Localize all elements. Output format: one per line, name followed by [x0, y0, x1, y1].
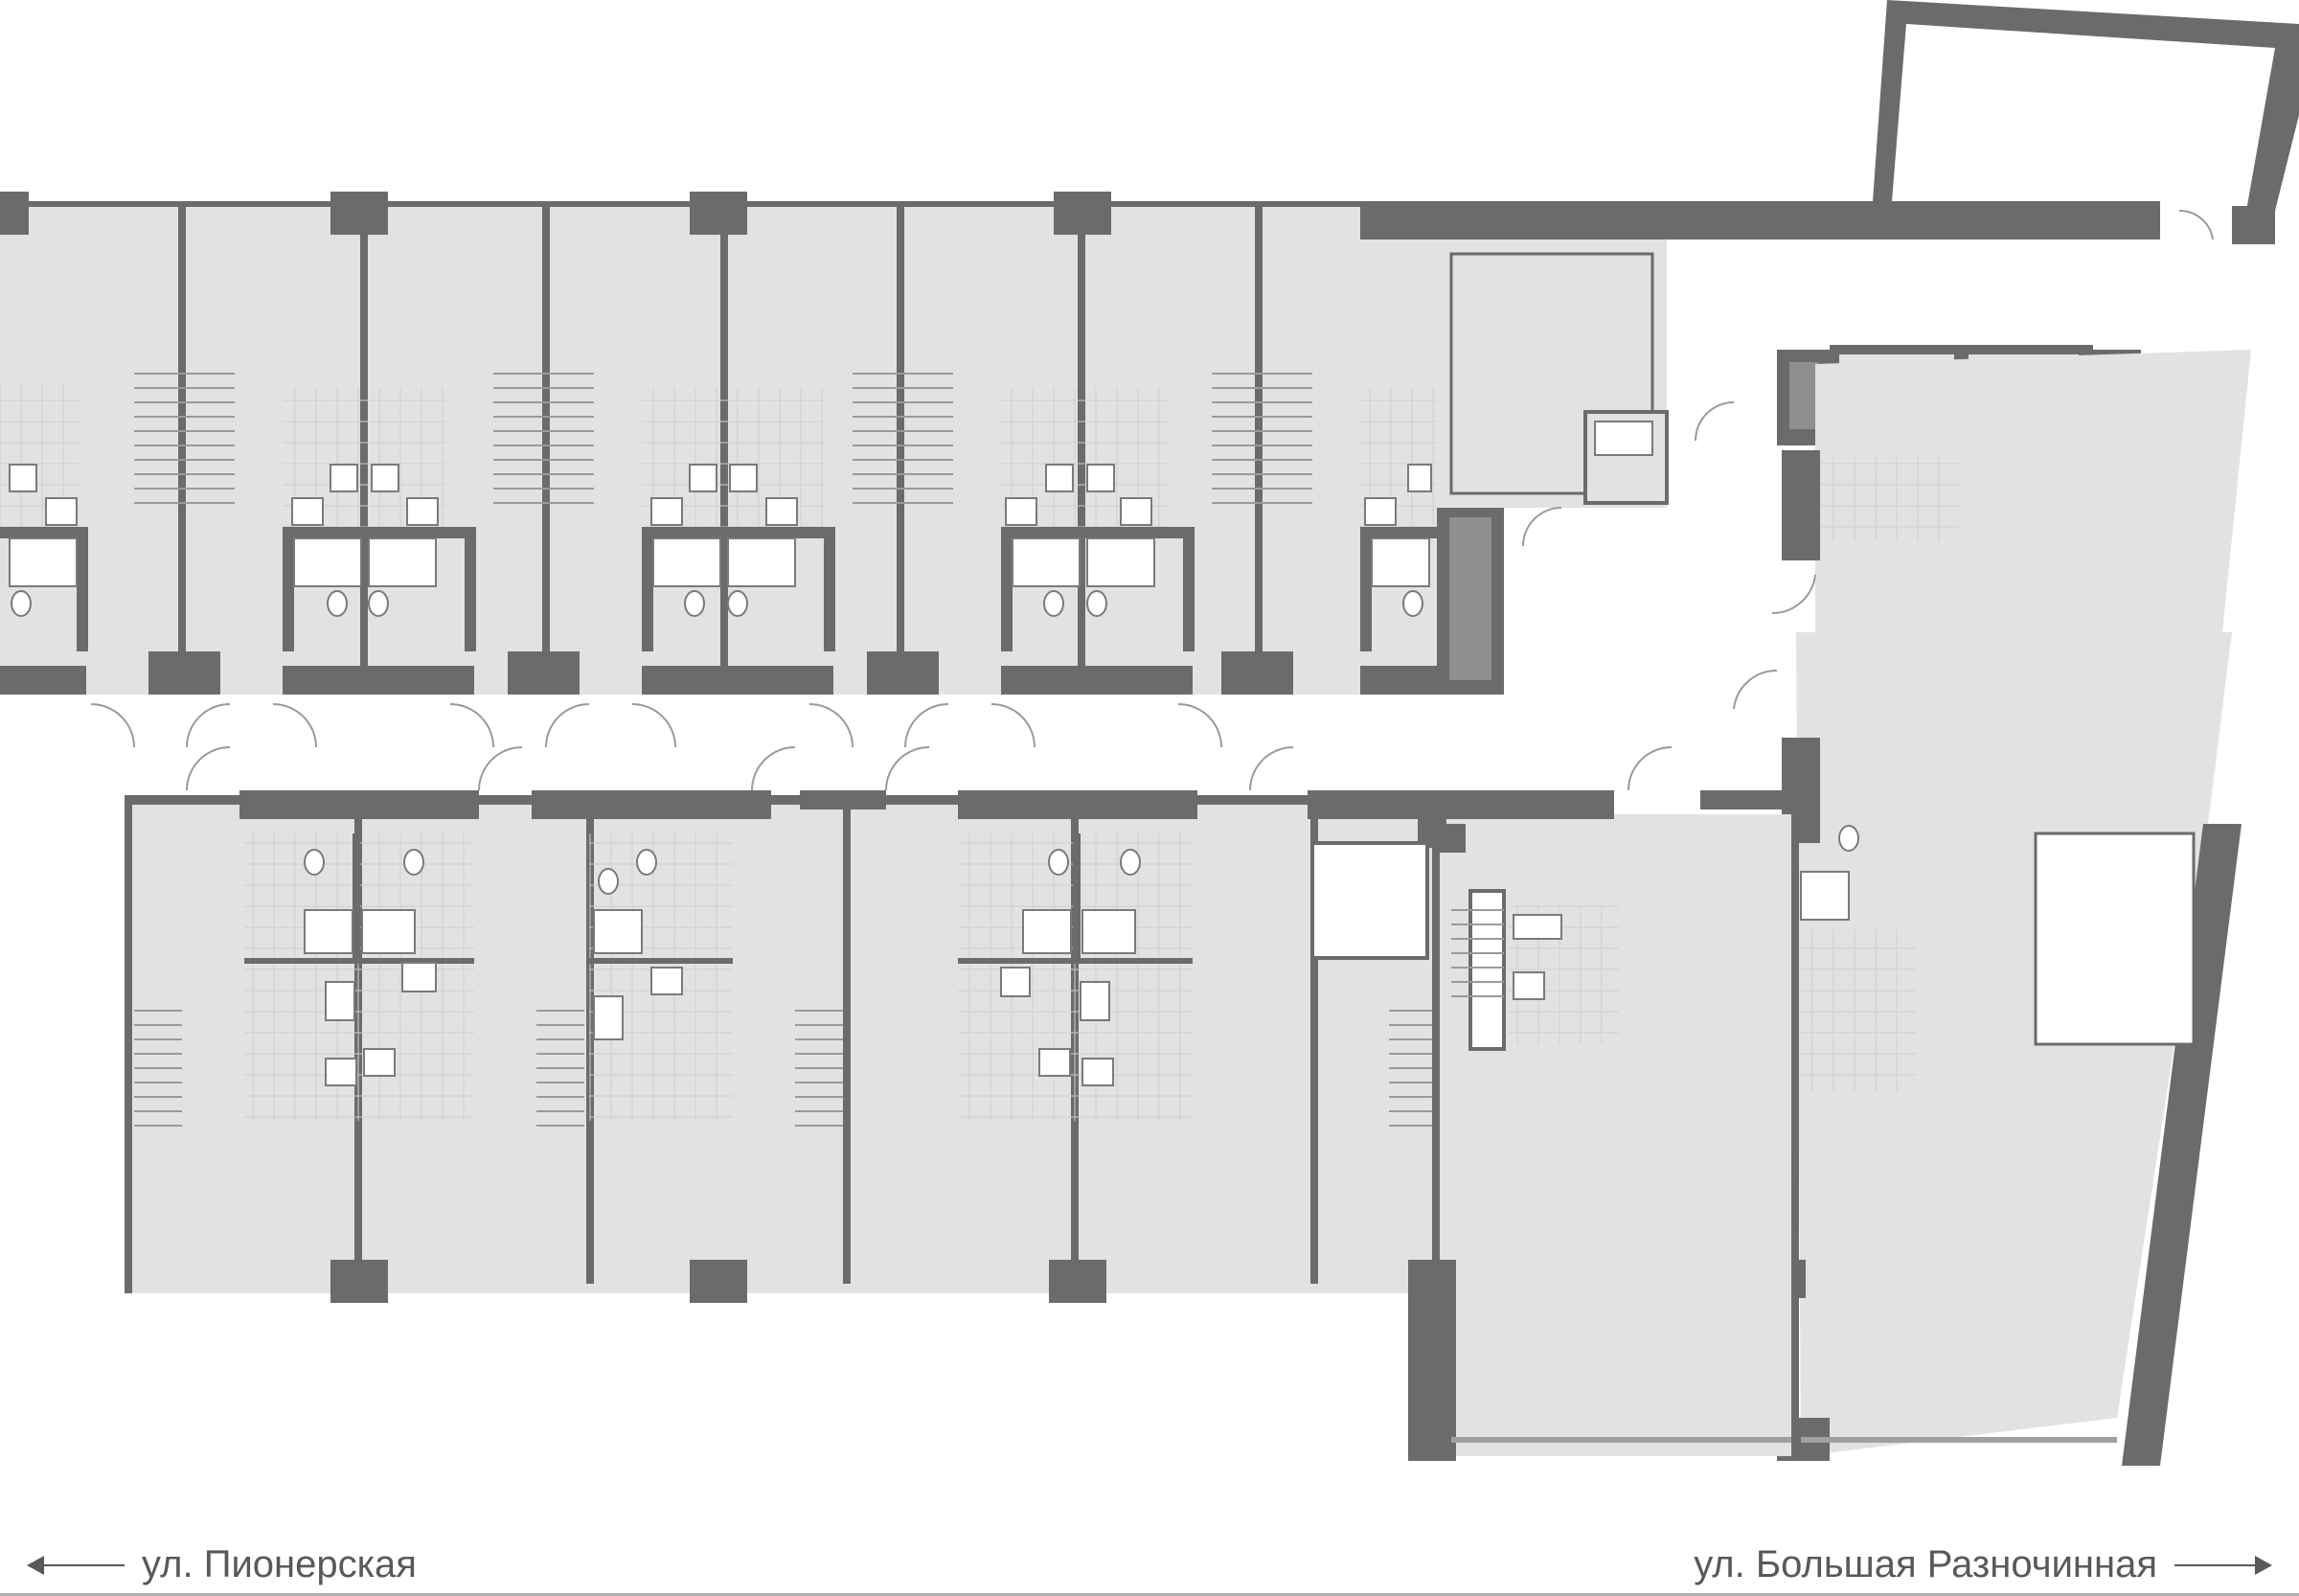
toilet-icon	[11, 590, 1423, 617]
street-name-pionerskaya: ул. Пионерская	[142, 1543, 417, 1585]
bottom-divider	[0, 1593, 2299, 1596]
top-wet-blocks	[0, 373, 1504, 695]
wc-block	[1583, 410, 1669, 505]
unit-right-upper[interactable]	[1782, 350, 2251, 632]
sink-icon	[9, 464, 1432, 492]
unit-right-lower[interactable]	[1777, 632, 2242, 1466]
bottom-wet-blocks	[134, 824, 1859, 1127]
stair-icon	[134, 373, 1312, 504]
arrow-left-icon	[27, 1555, 125, 1575]
toilet-icon	[304, 825, 1859, 895]
door-swing-icon	[90, 209, 2214, 791]
arrow-right-icon	[2174, 1555, 2272, 1575]
street-label-left: ул. Пионерская	[27, 1543, 417, 1586]
stove-icon	[45, 497, 1397, 526]
street-name-bolshaya-raznochinnaya: ул. Большая Разночинная	[1694, 1543, 2157, 1585]
shower-icon	[304, 871, 1850, 954]
sink-icon	[325, 914, 1562, 1040]
street-label-right: ул. Большая Разночинная	[1694, 1543, 2272, 1586]
shower-icon	[9, 537, 1430, 587]
stair-icon	[134, 909, 1504, 1127]
stove-icon	[325, 967, 1545, 1086]
floor-plan	[0, 0, 2299, 1466]
